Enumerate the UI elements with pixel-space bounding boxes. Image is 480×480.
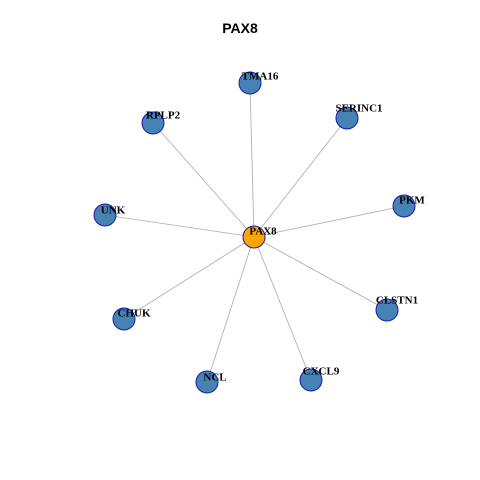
node-unk [93, 203, 117, 227]
node-label-pax8: PAX8 [249, 226, 277, 238]
edge-pax8-tma16 [249, 82, 255, 238]
edge-pax8-unk [104, 214, 255, 238]
edge-pax8-rplp2 [152, 122, 255, 238]
node-label-ncl: NCL [203, 372, 226, 384]
edge-pax8-serinc1 [253, 117, 348, 238]
node-tma16 [238, 71, 262, 95]
diagram-title: PAX8 [222, 20, 258, 36]
node-layer [93, 71, 416, 394]
node-cxcl9 [299, 368, 323, 392]
node-label-pkm: PKM [399, 195, 425, 207]
node-chuk [112, 307, 136, 331]
node-label-chuk: CHUK [118, 308, 151, 320]
node-label-serinc1: SERINC1 [335, 103, 382, 115]
node-clstn1 [375, 298, 399, 322]
node-label-tma16: TMA16 [242, 71, 279, 83]
node-serinc1 [335, 106, 359, 130]
node-label-unk: UNK [101, 205, 126, 217]
node-rplp2 [141, 111, 165, 135]
node-label-clstn1: CLSTN1 [376, 295, 418, 307]
edge-pax8-ncl [206, 236, 255, 383]
node-ncl [195, 370, 219, 394]
edge-pax8-clstn1 [253, 236, 388, 311]
node-pkm [392, 194, 416, 218]
node-label-cxcl9: CXCL9 [303, 366, 340, 378]
edge-pax8-chuk [123, 236, 255, 320]
node-label-rplp2: RPLP2 [146, 110, 181, 122]
edge-pax8-cxcl9 [253, 236, 312, 381]
edge-layer [104, 82, 405, 383]
node-pax8 [242, 225, 266, 249]
edge-pax8-pkm [253, 205, 405, 238]
